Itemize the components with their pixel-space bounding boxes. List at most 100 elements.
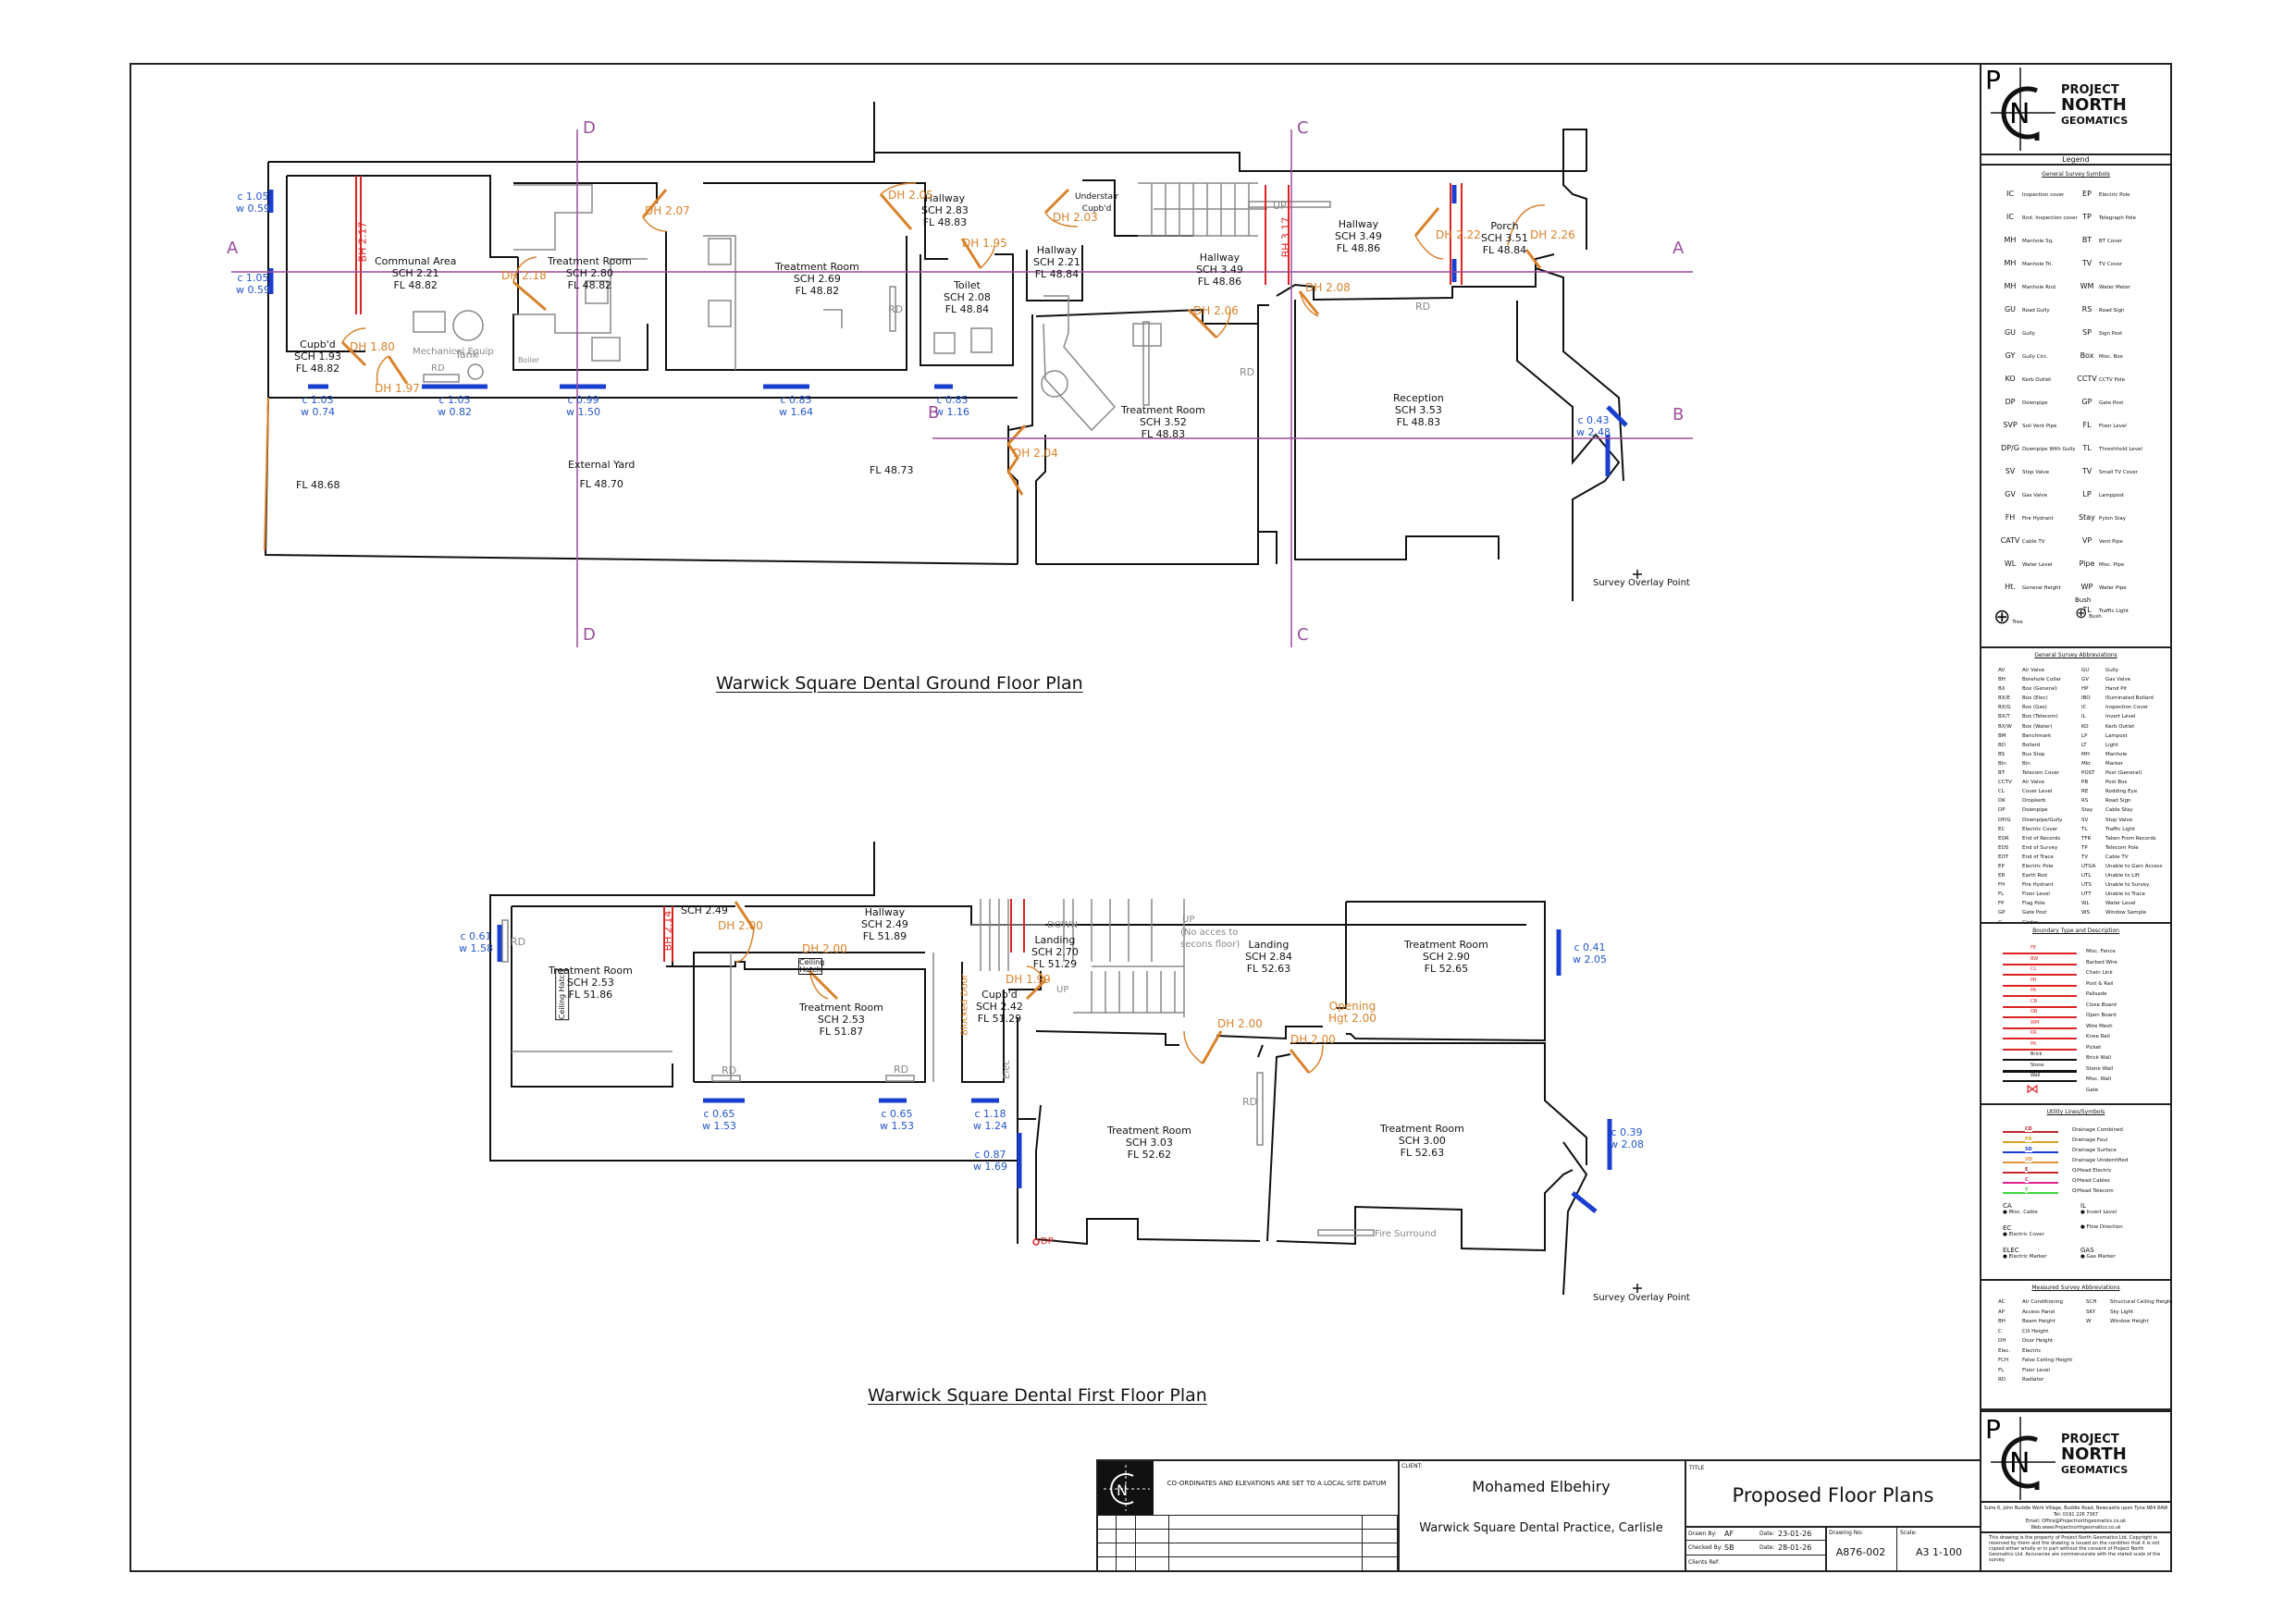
abbr-code: CL xyxy=(1998,789,2005,795)
svg-text:N: N xyxy=(1117,1482,1128,1499)
abbr-label: End of Trace xyxy=(2022,854,2054,860)
utility-symbol: EC● Electric Cover xyxy=(2003,1224,2080,1247)
date-label: Date: xyxy=(1759,1544,1775,1551)
utility-label: Drainage Surface xyxy=(2072,1148,2117,1153)
abbr-code: BX/W xyxy=(1998,723,2012,730)
symbol-label: Gas Valve xyxy=(2022,493,2048,498)
symbol-code: MH xyxy=(2004,236,2017,244)
company-logo: P N PROJECT NORTH GEOMATICS xyxy=(1980,63,2172,155)
compass-n-logo-icon: P N xyxy=(1985,1414,2055,1500)
symbol-label: Misc. Pipe xyxy=(2099,562,2125,568)
abbr-code: TP xyxy=(2081,844,2088,851)
ceiling-hatch: Ceiling Hatch xyxy=(798,958,825,975)
abbr-code: UTGA xyxy=(2081,863,2096,869)
abbr-code: Stay xyxy=(2081,807,2093,814)
boundary-label: Stone Wall xyxy=(2086,1065,2114,1072)
title-box xyxy=(1685,1459,1981,1572)
boundary-code: Wall xyxy=(2031,1073,2041,1078)
radiator-label: RD xyxy=(894,1064,909,1076)
beam-height: BH 2.17 xyxy=(356,221,369,263)
abbr-label: Gas Valve xyxy=(2105,677,2131,683)
abbr-label: Flag Pole xyxy=(2022,901,2045,907)
measured-code: RD xyxy=(1998,1377,2006,1383)
row-line xyxy=(1685,1540,1825,1541)
col-line xyxy=(1896,1526,1897,1572)
symbol-label: Manhole Tri. xyxy=(2022,262,2054,267)
boiler-label: Boiler xyxy=(518,356,540,364)
drawing-title: Proposed Floor Plans xyxy=(1732,1484,1934,1506)
mechanical-equip-label: Mechanical Equip xyxy=(413,347,494,357)
abbr-label: Benchmark xyxy=(2022,732,2052,739)
door-height: DH 2.08 xyxy=(1305,281,1351,294)
boundary-code: OB xyxy=(2031,1009,2038,1014)
boundary-line-icon xyxy=(2003,963,2077,965)
tank-label: Tank xyxy=(455,349,478,361)
abbr-label: Girder xyxy=(2022,919,2039,926)
revision-row-line xyxy=(1096,1529,1398,1530)
boundary-label: Brick Wall xyxy=(2086,1055,2112,1061)
revision-col-line xyxy=(1362,1515,1363,1572)
compass-n-logo-icon: N xyxy=(1104,1465,1150,1511)
ceiling-hatch: Ceiling Hatch xyxy=(555,968,570,1021)
abbr-label: End of Records xyxy=(2022,835,2061,842)
utility-code: C xyxy=(2025,1177,2029,1183)
abbr-code: BS xyxy=(1998,751,2006,757)
symbol-label: Electric Pole xyxy=(2099,192,2130,198)
yard-level-left: FL 48.68 xyxy=(296,479,340,491)
abbr-label: Inspection Cover xyxy=(2105,705,2149,711)
svg-text:N: N xyxy=(2009,98,2030,130)
symbol-code: TV xyxy=(2081,259,2092,267)
boundary-code: PA xyxy=(2031,988,2037,993)
scale-label: Scale: xyxy=(1900,1530,1918,1536)
svg-text:P: P xyxy=(1985,65,2001,95)
utility-code: T xyxy=(2025,1187,2029,1193)
boundary-code: CL xyxy=(2031,966,2037,972)
abbr-code: RS xyxy=(2081,798,2089,805)
measured-label: Air Conditioning xyxy=(2022,1299,2064,1305)
abbr-code: BO xyxy=(1998,742,2006,748)
abbr-label: Lampost xyxy=(2105,732,2128,739)
abbr-code: MH xyxy=(2081,751,2090,757)
symbol-code: IC xyxy=(2006,213,2014,221)
boundary-line-icon xyxy=(2003,995,2077,997)
symbol-code: TL xyxy=(2082,444,2092,452)
door-height: DH 2.07 xyxy=(645,204,690,217)
